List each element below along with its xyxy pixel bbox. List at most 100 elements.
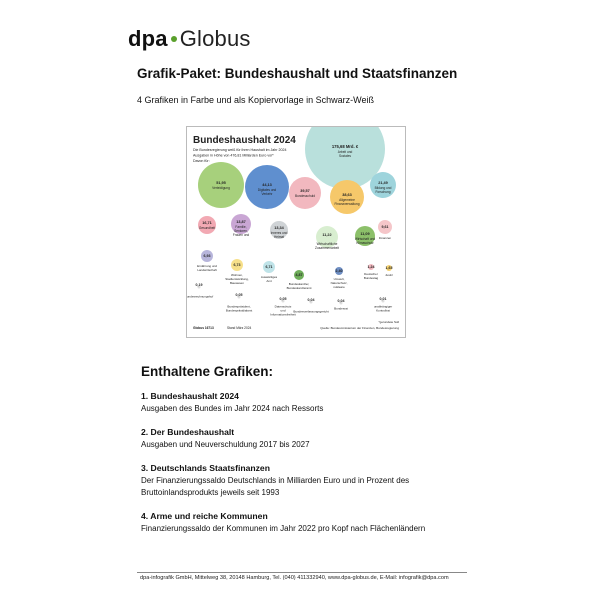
bubble-label: Familie, — [235, 225, 246, 229]
bubble-value: 4,87 — [296, 273, 303, 277]
bubble-value: 11,09 — [360, 232, 369, 236]
bubble-value: 6,71 — [266, 265, 273, 269]
logo-dpa: dpa — [128, 26, 168, 51]
bubble — [231, 259, 243, 271]
page-title: Grafik-Paket: Bundeshaushalt und Staatsf… — [137, 66, 458, 81]
bubble-label: Bundespräsidialamt — [226, 309, 253, 313]
bubble — [289, 177, 321, 209]
bubble — [370, 172, 396, 198]
bubble — [198, 162, 244, 208]
bubble — [381, 299, 385, 303]
bubble-label: Arbeit und — [338, 150, 353, 154]
bubble-label: Deutscher — [364, 272, 378, 276]
bubble-label: Digitales und — [258, 188, 277, 192]
bubble — [330, 180, 364, 214]
item-description: Der Finanzierungssaldo Deutschlands in M… — [141, 476, 410, 497]
list-item: 2. Der Bundeshaushalt Ausgaben und Neuve… — [141, 427, 471, 451]
bubble-label: Bauwesen — [230, 281, 244, 285]
bubble-label: Finanzen — [379, 236, 392, 240]
bubble — [355, 226, 375, 246]
footer-divider — [137, 572, 467, 573]
bubble-value: 6,93 — [204, 254, 211, 258]
item-description: Finanzierungssaldo der Kommunen im Jahr … — [141, 524, 426, 533]
bubble — [368, 264, 374, 270]
bubble-label: Bundeskanzleramt — [287, 286, 312, 290]
bubble-label: Heimat — [274, 235, 284, 239]
dpa-globus-logo: dpa Globus — [128, 26, 251, 52]
bubble-label: Verteidigung — [212, 186, 230, 190]
thumbnail-footnote: *gerundete Soll — [378, 320, 399, 324]
item-heading: 2. Der Bundeshaushalt — [141, 427, 235, 437]
item-heading: 4. Arme und reiche Kommunen — [141, 511, 268, 521]
bubble-value: 16,71 — [202, 221, 212, 225]
bubble-value: 11,22 — [322, 233, 331, 237]
bubble-label: Bildung und — [375, 186, 392, 190]
bubble — [281, 299, 285, 303]
bubble-label: Stadtentwicklung, — [225, 277, 249, 281]
bubble-label: Justiz — [385, 273, 393, 277]
bubble-value: 0,05 — [280, 297, 287, 301]
item-description: Ausgaben des Bundes im Jahr 2024 nach Re… — [141, 404, 324, 413]
bubble — [294, 270, 304, 280]
bubble-value: 0,04 — [338, 299, 345, 303]
section-title: Enthaltene Grafiken: — [141, 364, 274, 379]
footer-contact: dpa-infografik GmbH, Mittelweg 38, 20148… — [140, 575, 449, 581]
bubble-value: 1,65 — [386, 266, 393, 270]
bubble — [339, 301, 343, 305]
bubble-value: 51,95 — [216, 181, 226, 185]
bubble-label: Auswärtiges — [261, 275, 278, 279]
bubble — [270, 221, 288, 239]
bubble — [335, 267, 343, 275]
bubble-value: 9,61 — [382, 225, 389, 229]
page-subtitle: 4 Grafiken in Farbe und als Kopiervorlag… — [137, 95, 374, 105]
logo-dot-icon — [170, 35, 177, 42]
bubble — [201, 250, 213, 262]
bubble-label: Bundesrat — [334, 307, 348, 311]
bubble-value: 44,13 — [262, 183, 272, 187]
bubble-value: 0,04 — [308, 298, 315, 302]
bubble-value: 2,40 — [336, 269, 343, 273]
bubble-label: Naturschutz, — [331, 281, 348, 285]
item-heading: 1. Bundeshaushalt 2024 — [141, 391, 239, 401]
bubble — [237, 295, 241, 299]
bubble-label: Finanzverwaltung — [335, 202, 360, 206]
bubble-label: Wirtschaft und — [355, 237, 376, 241]
thumbnail-source: Quelle: Bundesministerium der Finanzen, … — [320, 326, 399, 330]
bubble-value: 1,24 — [368, 265, 375, 269]
bubble-value: 13,87 — [236, 220, 246, 224]
thumbnail-intro: Ausgaben in Höhe von 476,81 Milliarden E… — [193, 154, 274, 158]
bubble-label: Kontrollrat — [376, 309, 390, 313]
bubble — [386, 265, 392, 271]
bubble-value: 21,49 — [378, 181, 388, 185]
bubble-label: Ernährung und — [197, 264, 217, 268]
bubble-label: Soziales — [339, 154, 351, 158]
bubble-value: 38,63 — [342, 193, 352, 197]
list-item: 3. Deutschlands Staatsfinanzen Der Finan… — [141, 463, 471, 499]
bubble-label: Bundeskanzler, — [289, 282, 310, 286]
bubble-value: 0,01 — [380, 297, 387, 301]
bubble-label: Datenschutz — [275, 305, 292, 309]
thumbnail-intro: Davon für: — [193, 159, 210, 163]
bubble — [197, 285, 201, 289]
thumbnail-intro: Die Bundesregierung weiß für ihren Haush… — [193, 148, 287, 152]
bubble-label: Allgemeine — [339, 198, 355, 202]
bubble-label: und — [280, 309, 285, 313]
bubble — [309, 300, 313, 304]
bubble-label: Frauen und — [233, 233, 250, 237]
bubble-value: 13,34 — [274, 226, 284, 230]
bubble-label: Wohnen, — [231, 273, 243, 277]
bubble-label: Umwelt, — [334, 277, 345, 281]
bubble-label: Bundesrechnungshof — [187, 295, 213, 299]
bubble-label: Senioren, — [234, 229, 248, 233]
bubble-label: Verkehr — [262, 192, 274, 196]
bubble-label: Bundesverfassungsgericht — [293, 310, 329, 314]
bubble-value: 0,05 — [236, 293, 243, 297]
bubble — [245, 165, 289, 209]
bubble-value: 0,19 — [196, 283, 203, 287]
bubble-label: Informationsfreiheit — [270, 313, 296, 317]
logo-globus: Globus — [179, 26, 251, 51]
bubble — [316, 226, 338, 248]
bubble-value: 39,57 — [300, 189, 310, 193]
